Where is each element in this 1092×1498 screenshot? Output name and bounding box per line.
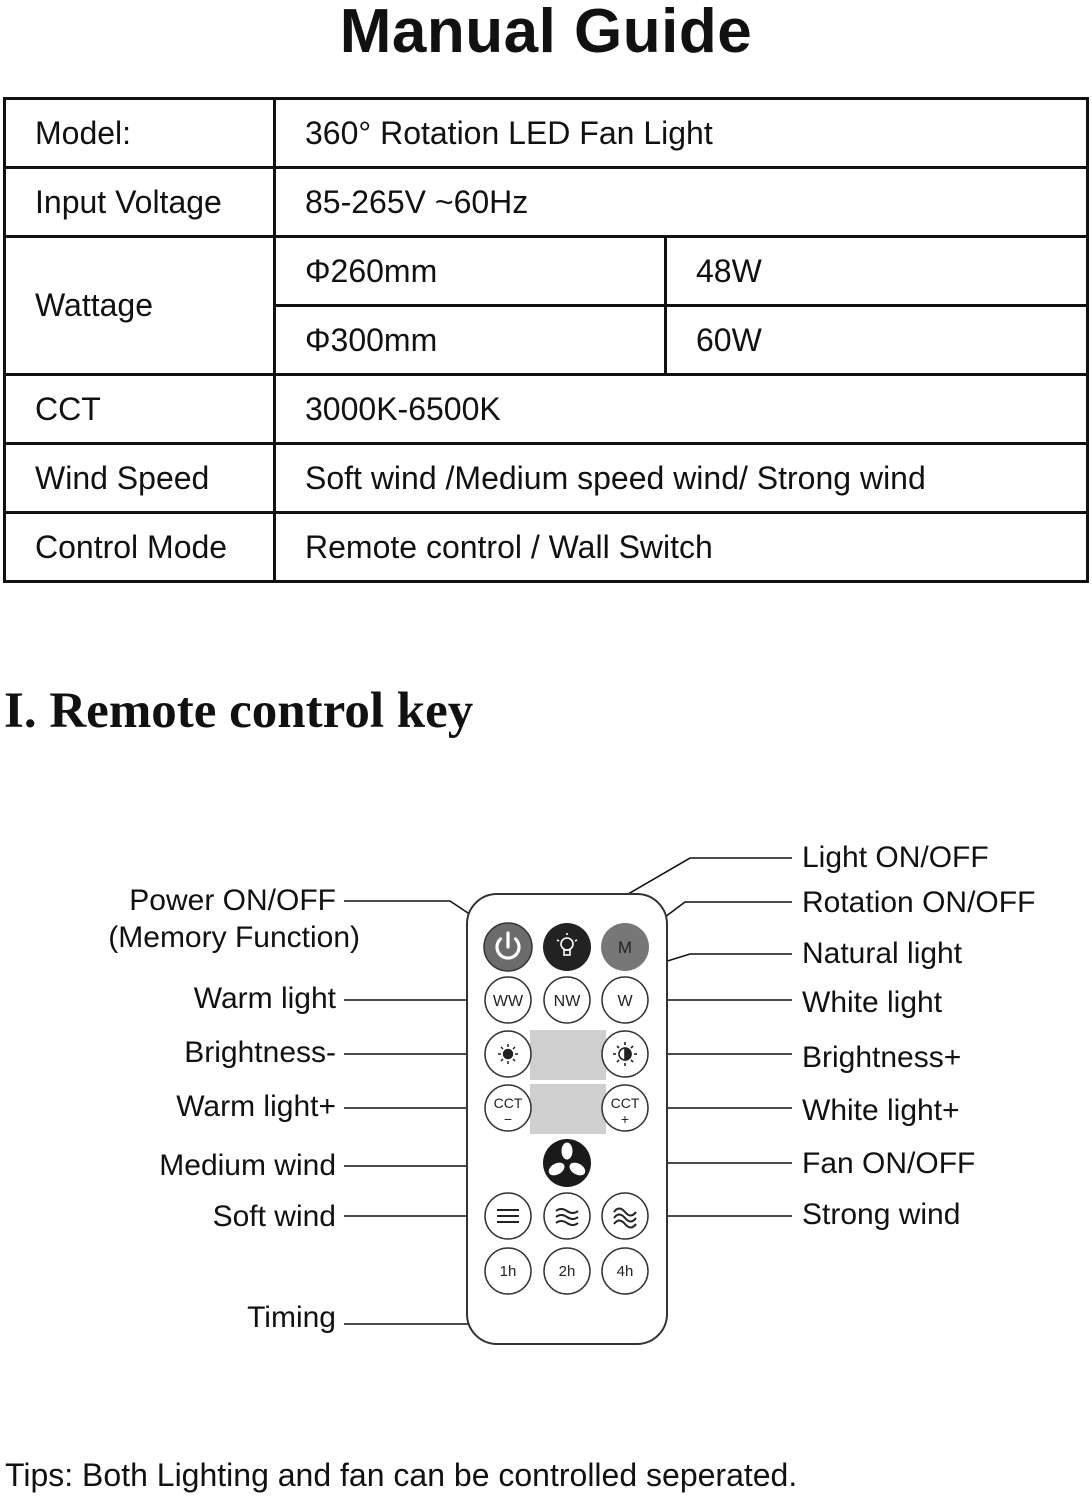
label-fan-onoff: Fan ON/OFF xyxy=(802,1147,975,1180)
fan-onoff-button[interactable] xyxy=(543,1139,591,1187)
label-brightness-plus: Brightness+ xyxy=(802,1041,961,1074)
brightness-minus-button[interactable] xyxy=(484,1030,532,1078)
table-row: Model: 360° Rotation LED Fan Light xyxy=(3,97,1089,169)
ww-label: WW xyxy=(493,993,524,1010)
cct-band xyxy=(530,1084,606,1134)
table-row: Control Mode Remote control / Wall Switc… xyxy=(3,511,1089,583)
table-row: Wind Speed Soft wind /Medium speed wind/… xyxy=(3,442,1089,514)
wind-value: Soft wind /Medium speed wind/ Strong win… xyxy=(273,442,1089,514)
brightness-band xyxy=(530,1030,606,1080)
sun-bright-icon xyxy=(613,1042,637,1066)
label-timing: Timing xyxy=(247,1301,336,1334)
wattage-size: Φ260mm xyxy=(273,235,667,307)
cct-plus-button[interactable]: CCT + xyxy=(601,1084,649,1132)
model-value: 360° Rotation LED Fan Light xyxy=(273,97,1089,169)
voltage-value: 85-265V ~60Hz xyxy=(273,166,1089,238)
label-medium-wind: Medium wind xyxy=(159,1149,336,1182)
power-icon xyxy=(495,931,521,960)
cct-minus-button[interactable]: CCT − xyxy=(484,1084,532,1132)
spec-table: Model: 360° Rotation LED Fan Light Input… xyxy=(3,97,1089,583)
wattage-label: Wattage xyxy=(3,235,276,376)
table-row: Wattage Φ260mm 48W xyxy=(3,235,1089,376)
voltage-label: Input Voltage xyxy=(3,166,276,238)
cct-label: CCT xyxy=(611,1095,640,1111)
timer-2h-label: 2h xyxy=(559,1263,576,1280)
remote-diagram: M WW NW W xyxy=(108,841,1035,1345)
strong-wind-button[interactable] xyxy=(601,1192,649,1240)
minus-label: − xyxy=(504,1111,512,1127)
w-label: W xyxy=(617,993,633,1010)
page-title: Manual Guide xyxy=(339,0,753,66)
section-title: I. Remote control key xyxy=(4,683,474,739)
rotation-button[interactable]: M xyxy=(601,923,649,971)
nw-label: NW xyxy=(554,993,582,1010)
sun-dim-icon xyxy=(498,1044,518,1064)
table-row: Φ300mm 60W xyxy=(5,304,1089,376)
wattage-watt: 60W xyxy=(664,304,1089,376)
table-row: Input Voltage 85-265V ~60Hz xyxy=(3,166,1089,238)
label-natural-light: Natural light xyxy=(802,937,963,970)
medium-wind-button[interactable] xyxy=(543,1192,591,1240)
timer-2h-button[interactable]: 2h xyxy=(543,1247,591,1295)
tips-text: Tips: Both Lighting and fan can be contr… xyxy=(5,1457,798,1493)
white-light-button[interactable]: W xyxy=(601,976,649,1024)
label-white-light-plus: White light+ xyxy=(802,1094,960,1127)
brightness-plus-button[interactable] xyxy=(601,1030,649,1078)
label-warm-light: Warm light xyxy=(194,982,337,1015)
warm-light-button[interactable]: WW xyxy=(484,976,532,1024)
timer-4h-label: 4h xyxy=(617,1263,634,1280)
table-row: CCT 3000K-6500K xyxy=(3,373,1089,445)
fan-icon xyxy=(548,1142,586,1176)
timer-1h-button[interactable]: 1h xyxy=(484,1247,532,1295)
soft-wind-icon xyxy=(497,1209,519,1223)
label-warm-light-plus: Warm light+ xyxy=(176,1090,336,1123)
label-light-onoff: Light ON/OFF xyxy=(802,841,989,874)
label-power: Power ON/OFF xyxy=(129,884,336,917)
label-soft-wind: Soft wind xyxy=(213,1200,336,1233)
bulb-icon xyxy=(556,933,578,956)
label-white-light: White light xyxy=(802,986,943,1019)
natural-light-button[interactable]: NW xyxy=(543,976,591,1024)
control-value: Remote control / Wall Switch xyxy=(273,511,1089,583)
plus-label: + xyxy=(621,1111,629,1127)
cct-value: 3000K-6500K xyxy=(273,373,1089,445)
medium-wind-icon xyxy=(555,1208,579,1226)
timer-1h-label: 1h xyxy=(500,1263,517,1280)
label-strong-wind: Strong wind xyxy=(802,1198,960,1231)
rotation-button-label: M xyxy=(618,938,632,957)
cct-label: CCT xyxy=(494,1095,523,1111)
label-rotation-onoff: Rotation ON/OFF xyxy=(802,886,1035,919)
control-label: Control Mode xyxy=(3,511,276,583)
label-brightness-minus: Brightness- xyxy=(184,1036,336,1069)
wind-label: Wind Speed xyxy=(3,442,276,514)
cct-label: CCT xyxy=(3,373,276,445)
strong-wind-icon xyxy=(613,1207,637,1229)
wattage-size: Φ300mm xyxy=(273,304,667,376)
power-button[interactable] xyxy=(483,922,533,972)
soft-wind-button[interactable] xyxy=(484,1192,532,1240)
timer-4h-button[interactable]: 4h xyxy=(601,1247,649,1295)
light-onoff-button[interactable] xyxy=(543,923,591,971)
label-memory: (Memory Function) xyxy=(108,921,360,954)
wattage-watt: 48W xyxy=(664,235,1089,307)
model-label: Model: xyxy=(3,97,276,169)
